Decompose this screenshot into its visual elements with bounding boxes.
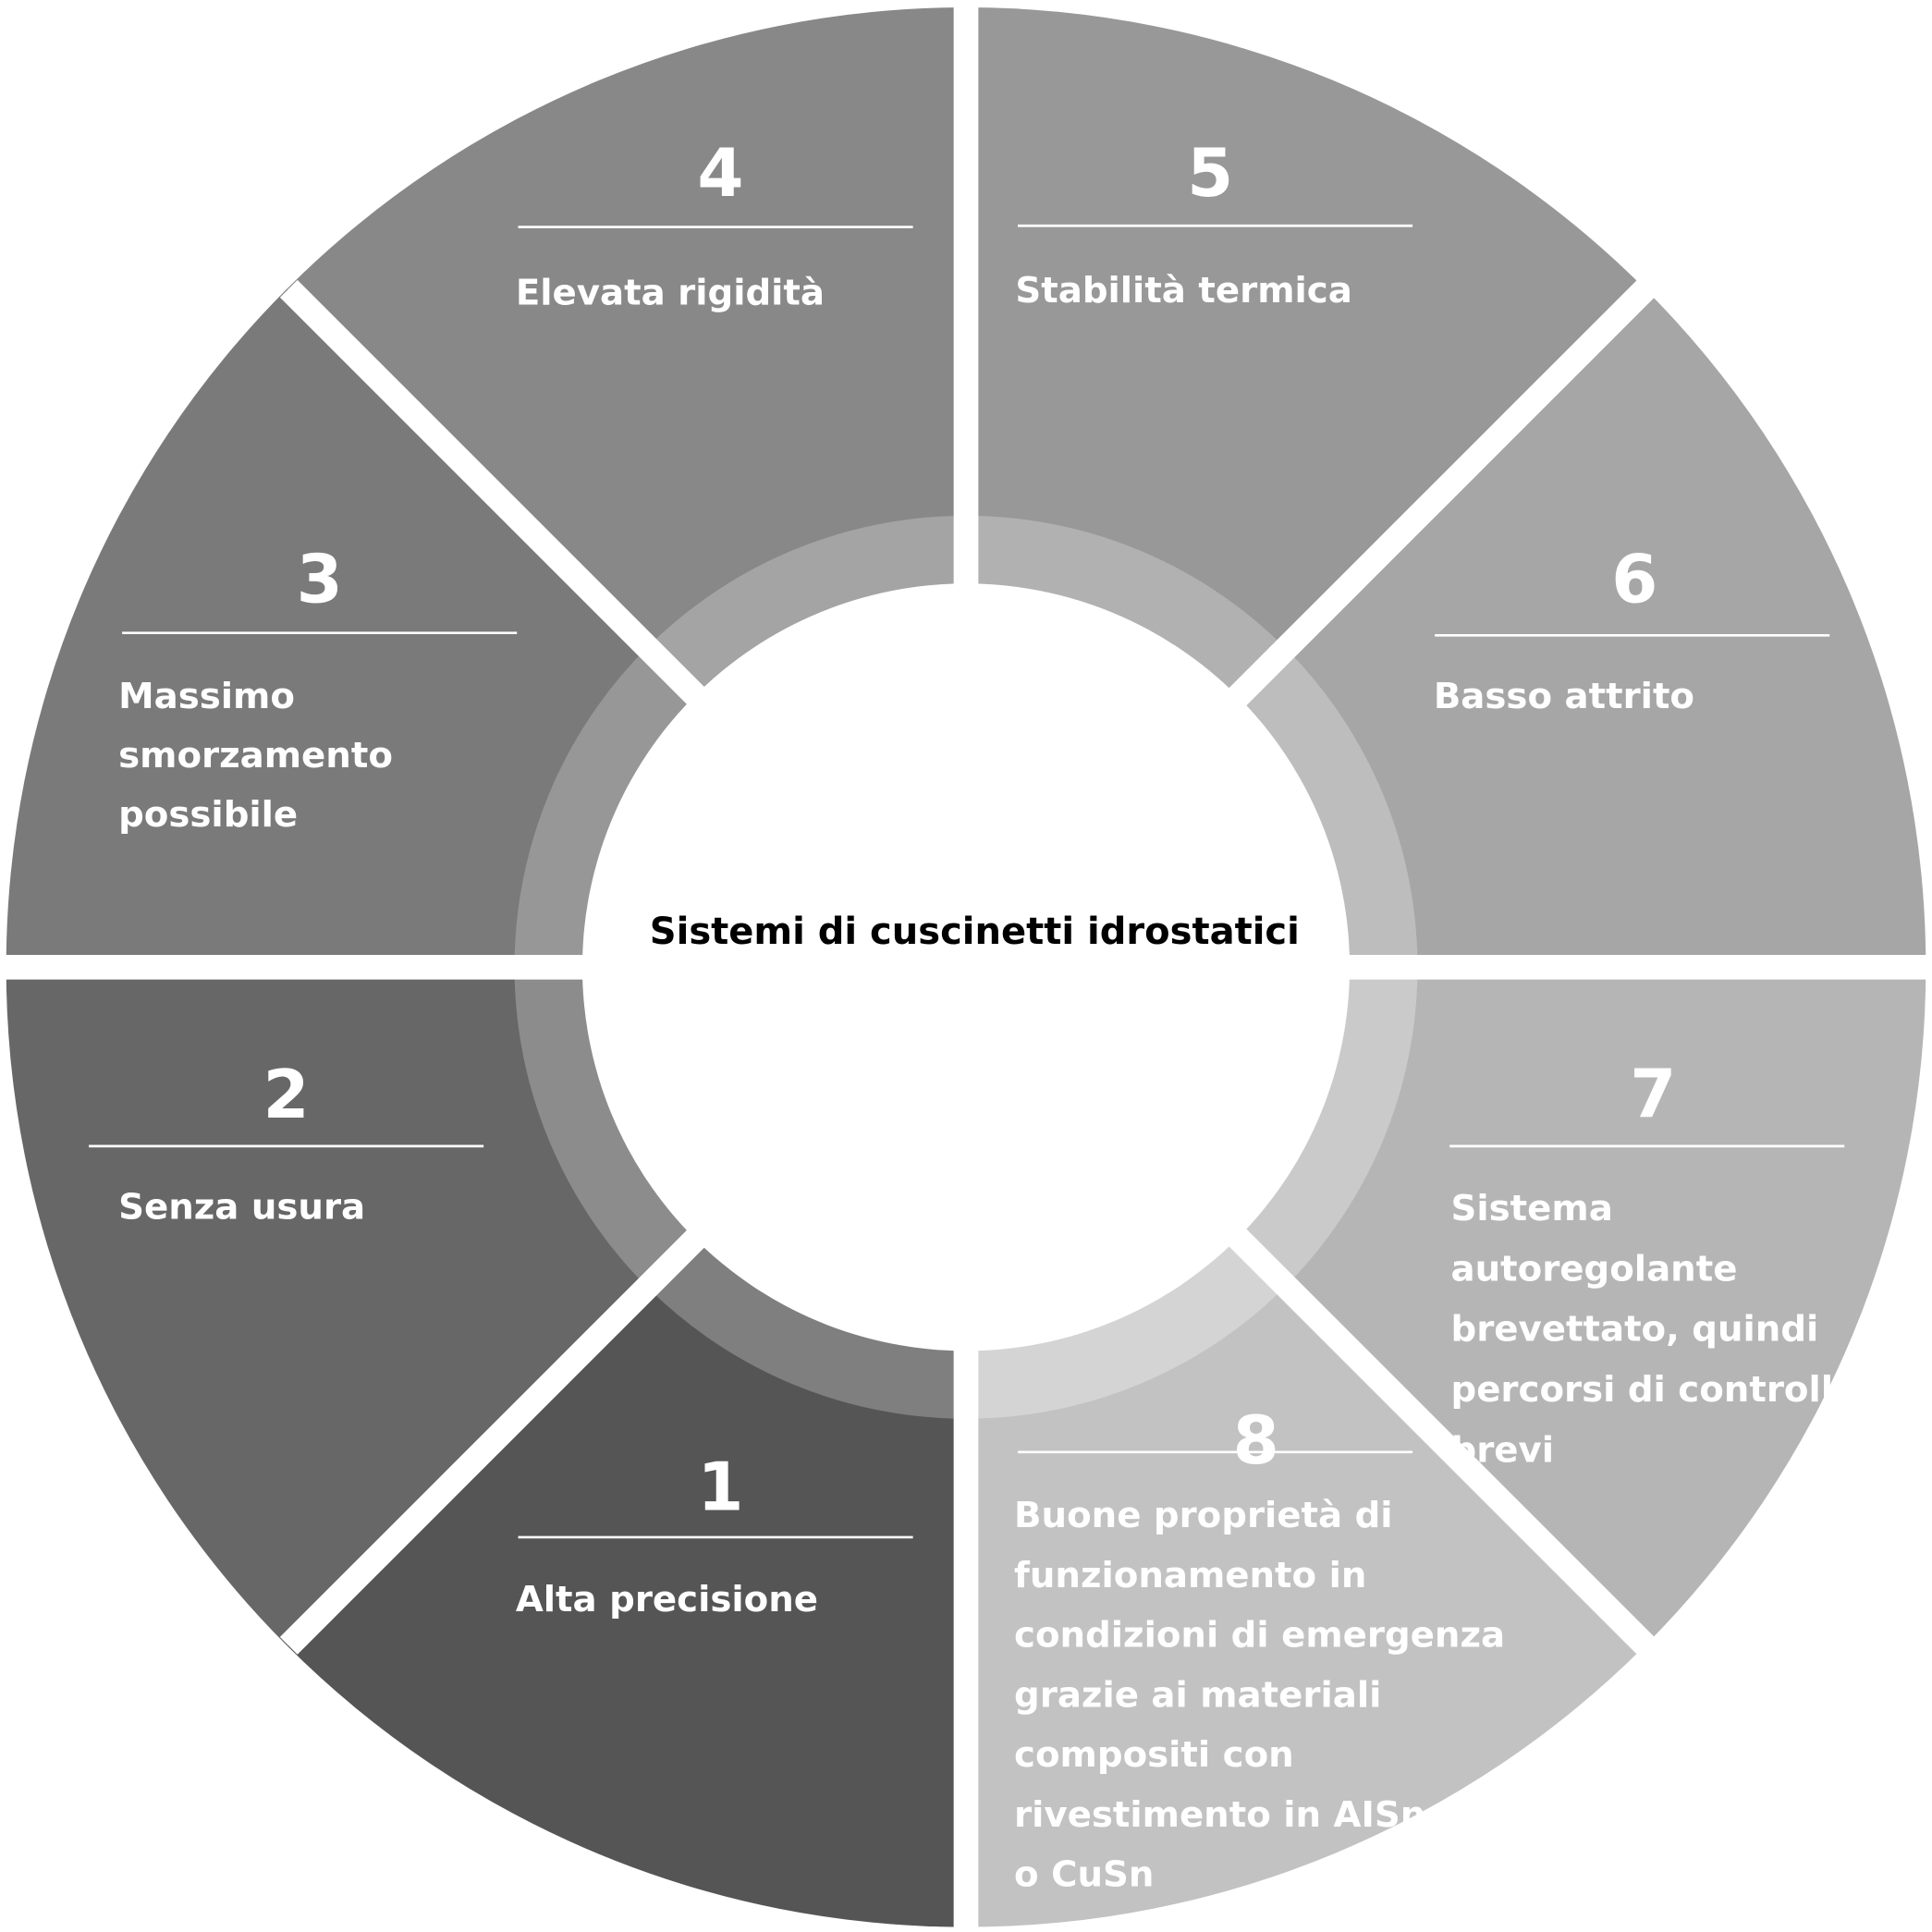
segment-3-label: 3 Massimo smorzamento possibile	[118, 540, 518, 836]
segment-text: Elevata rigidità	[516, 273, 825, 314]
segment-text: possibile	[118, 794, 298, 836]
segment-text: Basso attrito	[1434, 676, 1694, 717]
segment-number: 1	[697, 1449, 743, 1526]
segment-text: Senza usura	[118, 1187, 365, 1229]
segment-number: 3	[297, 540, 343, 618]
segment-7-label: 7 Sistema autoregolante brevettato, quin…	[1449, 1055, 1871, 1472]
segment-8-label: 8 Buone proprietà di funzionamento in co…	[1014, 1401, 1518, 1896]
svg-text:Buone proprietà di funzi: Buone proprietà di funzionamento in cond…	[1014, 1495, 1518, 1895]
segment-text: brevi	[1451, 1430, 1554, 1472]
segment-text: Buone proprietà di	[1014, 1495, 1393, 1536]
segment-text: Sistema	[1451, 1188, 1613, 1229]
segment-text: funzionamento in	[1014, 1555, 1366, 1596]
segment-text: grazie ai materiali	[1014, 1674, 1381, 1716]
segment-5-label: 5 Stabilità termica	[1015, 134, 1413, 312]
svg-text:Alta precisione: Alta precisione	[516, 1579, 818, 1620]
center-circle	[581, 583, 1351, 1351]
svg-text:Basso attrito: Basso attrito	[1434, 676, 1694, 717]
segment-1-label: 1 Alta precisione	[516, 1449, 913, 1620]
segment-text: Alta precisione	[516, 1579, 818, 1620]
segment-text: Massimo	[118, 676, 295, 717]
segment-text: brevettato, quindi	[1451, 1309, 1819, 1351]
segment-text: condizioni di emergenza	[1014, 1615, 1505, 1657]
segment-number: 4	[697, 134, 743, 212]
svg-text:Massimo smorzamento: Massimo smorzamento possibile	[118, 676, 405, 836]
segment-4-label: 4 Elevata rigidità	[516, 134, 913, 314]
segment-text: compositi con	[1014, 1734, 1294, 1776]
segment-6-label: 6 Basso attrito	[1434, 540, 1830, 717]
segment-2-label: 2 Senza usura	[89, 1056, 484, 1229]
segment-number: 2	[263, 1056, 310, 1133]
segment-text: Stabilità termica	[1015, 270, 1351, 312]
segment-number: 7	[1630, 1055, 1676, 1132]
segment-text: percorsi di controllo	[1451, 1369, 1858, 1411]
svg-text:Elevata rigidità: Elevata rigidità	[516, 273, 825, 314]
diagram-title: Sistemi di cuscinetti idrostatici	[650, 911, 1300, 953]
segment-text: rivestimento in AISn	[1014, 1794, 1425, 1836]
svg-text:Senza usura: Senza usura	[118, 1187, 365, 1229]
segment-number: 5	[1187, 134, 1233, 212]
segment-number: 6	[1611, 540, 1657, 618]
svg-text:Sistema autoregolante: Sistema autoregolante brevettato, quindi…	[1451, 1188, 1871, 1472]
segment-text: smorzamento	[118, 735, 393, 776]
segment-number: 8	[1233, 1401, 1279, 1479]
svg-text:Stabilità termica: Stabilità termica	[1015, 270, 1351, 312]
segment-text: autoregolante	[1451, 1248, 1738, 1290]
segment-text: o CuSn	[1014, 1854, 1154, 1896]
